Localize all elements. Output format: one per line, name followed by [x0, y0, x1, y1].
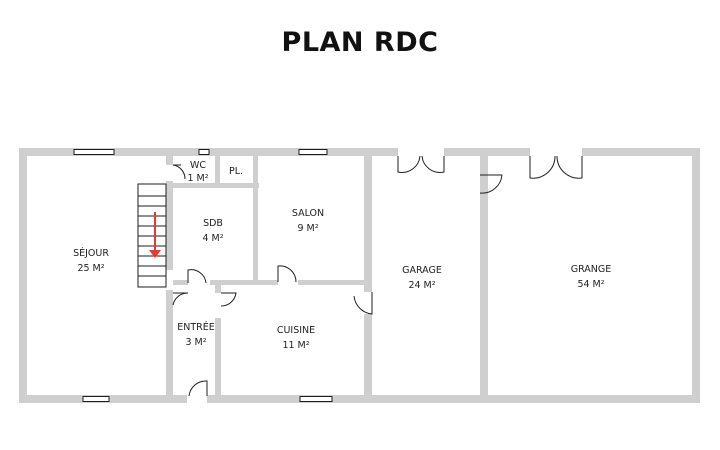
wall-openings: [165, 147, 582, 404]
wall-wc-pl: [215, 156, 220, 183]
window-salon-top: [298, 149, 328, 155]
room-salon-area: 9 M²: [297, 223, 318, 234]
window-sejour-bottom: [82, 396, 110, 402]
wall-stair-box: [166, 180, 173, 270]
wall-right: [692, 148, 700, 403]
room-garage-name: GARAGE: [402, 265, 442, 276]
room-labels: SÉJOUR 25 M² WC 1 M² PL. SDB 4 M² SALON …: [73, 160, 611, 351]
wall-sejour-east: [166, 156, 173, 166]
room-sdb-name: SDB: [203, 218, 223, 229]
door-sdb: [187, 269, 207, 284]
wall-mid-horizontal-1: [210, 280, 278, 285]
window-cuisine-bottom: [299, 396, 333, 402]
window-sejour-top: [73, 149, 115, 155]
wall-left: [19, 148, 27, 403]
wall-entree-cuisine: [215, 285, 221, 293]
wall-pl-salon: [253, 156, 258, 183]
room-garage-area: 24 M²: [408, 280, 435, 291]
door-entree-cuisine: [220, 292, 237, 307]
plan-title: PLAN RDC: [282, 27, 439, 58]
window-wc-top: [198, 149, 210, 155]
wall-bottom: [19, 395, 700, 403]
room-entree-name: ENTRÉE: [177, 321, 215, 333]
door-entree-sejour: [172, 292, 189, 306]
stair-arrow-head: [149, 250, 161, 258]
door-salon: [277, 265, 297, 283]
wall-house-garage: [364, 156, 372, 292]
wall-garage-grange: [480, 156, 488, 395]
opening-grange-door: [530, 147, 582, 157]
room-cuisine-area: 11 M²: [282, 340, 309, 351]
wall-mid-horizontal-2: [298, 280, 370, 285]
room-cuisine-name: CUISINE: [277, 325, 315, 336]
windows: [73, 149, 333, 402]
wall-sdb-east: [253, 188, 258, 280]
room-wc-name: WC: [190, 160, 206, 171]
wall-entree-cuisine-lower: [215, 318, 221, 395]
staircase: [137, 183, 167, 288]
room-wc-area: 1 M²: [187, 173, 208, 184]
room-placard-name: PL.: [229, 166, 243, 177]
room-salon-name: SALON: [292, 208, 324, 219]
room-entree-area: 3 M²: [185, 337, 206, 348]
opening-garage-door: [398, 147, 444, 157]
room-grange-name: GRANGE: [571, 264, 612, 275]
room-sdb-area: 4 M²: [202, 233, 223, 244]
wall-top: [19, 148, 700, 156]
walls: [19, 148, 700, 403]
door-garage-top: [397, 155, 445, 173]
door-garage-grange: [479, 174, 503, 194]
wall-sejour-east-lower: [166, 290, 173, 395]
opening-wc-door: [165, 165, 174, 181]
room-grange-area: 54 M²: [577, 279, 604, 290]
door-wc: [172, 164, 186, 180]
wall-wc-bottom: [173, 183, 259, 188]
doors: [172, 155, 583, 397]
wall-sdb-bottom: [173, 280, 188, 285]
wall-house-garage-lower: [364, 314, 372, 395]
door-cuisine-garage: [353, 292, 373, 315]
opening-front-door: [187, 394, 207, 404]
room-sejour-area: 25 M²: [77, 263, 104, 274]
door-grange-top: [529, 155, 583, 179]
door-front: [188, 380, 208, 397]
room-sejour-name: SÉJOUR: [73, 247, 109, 259]
